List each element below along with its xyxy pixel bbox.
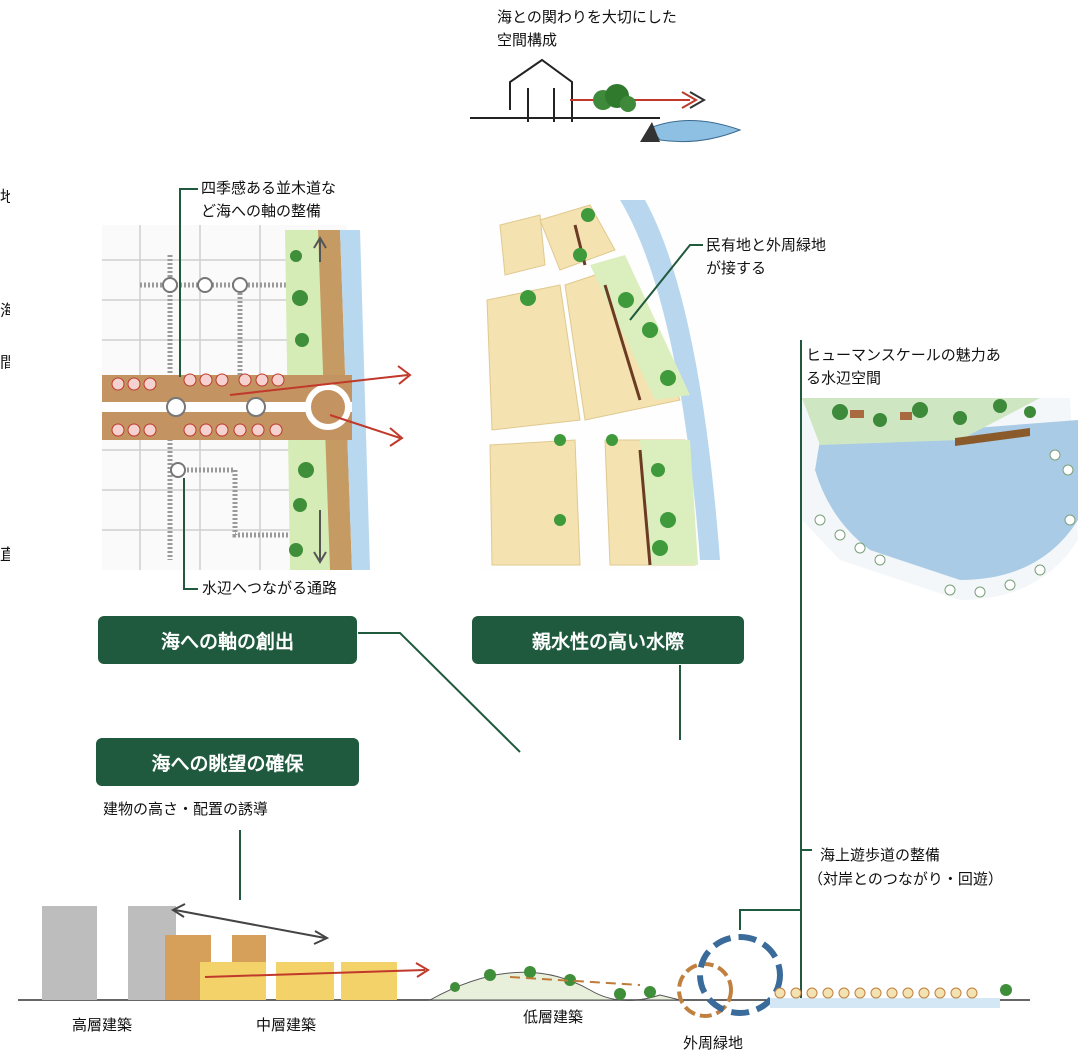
promenade-label-line1: 海上遊歩道の整備: [820, 846, 941, 864]
human-scale-label-line2: る水辺空間: [806, 369, 882, 387]
building-guidance-label: 建物の高さ・配置の誘導: [103, 800, 269, 818]
avenue-label-line1: 四季感ある並木道な: [201, 179, 337, 197]
edge-glyph-2: 海: [0, 301, 10, 317]
perimeter-green-label: 外周緑地: [683, 1034, 744, 1052]
axis-creation-button[interactable]: 海への軸の創出: [98, 616, 357, 664]
edge-glyph-3: 間: [0, 353, 10, 369]
sea-sketch-trees: [593, 84, 636, 112]
edge-glyph-4: 直: [0, 545, 10, 561]
private-land-label-line2: が接する: [706, 259, 767, 277]
top-caption-line2: 空間構成: [497, 31, 558, 49]
top-caption-line1: 海との関わりを大切にした: [497, 8, 677, 26]
sea-sketch: [470, 58, 707, 122]
promenade-label-line2: （対岸とのつながり・回遊）: [808, 870, 1003, 888]
sea-sketch-water: [649, 120, 742, 143]
high-rise-label: 高層建築: [72, 1016, 133, 1034]
edge-glyph-1: 地: [0, 187, 10, 203]
private-land-label-line1: 民有地と外周緑地: [706, 236, 827, 254]
mid-rise-label: 中層建築: [256, 1016, 317, 1034]
avenue-label-line2: ど海への軸の整備: [201, 202, 322, 220]
waterfront-button[interactable]: 親水性の高い水際: [472, 616, 744, 664]
human-scale-label-line1: ヒューマンスケールの魅力あ: [806, 346, 1001, 364]
passage-label: 水辺へつながる通路: [202, 579, 338, 597]
low-rise-label: 低層建築: [523, 1008, 584, 1026]
view-securing-button[interactable]: 海への眺望の確保: [96, 738, 359, 786]
